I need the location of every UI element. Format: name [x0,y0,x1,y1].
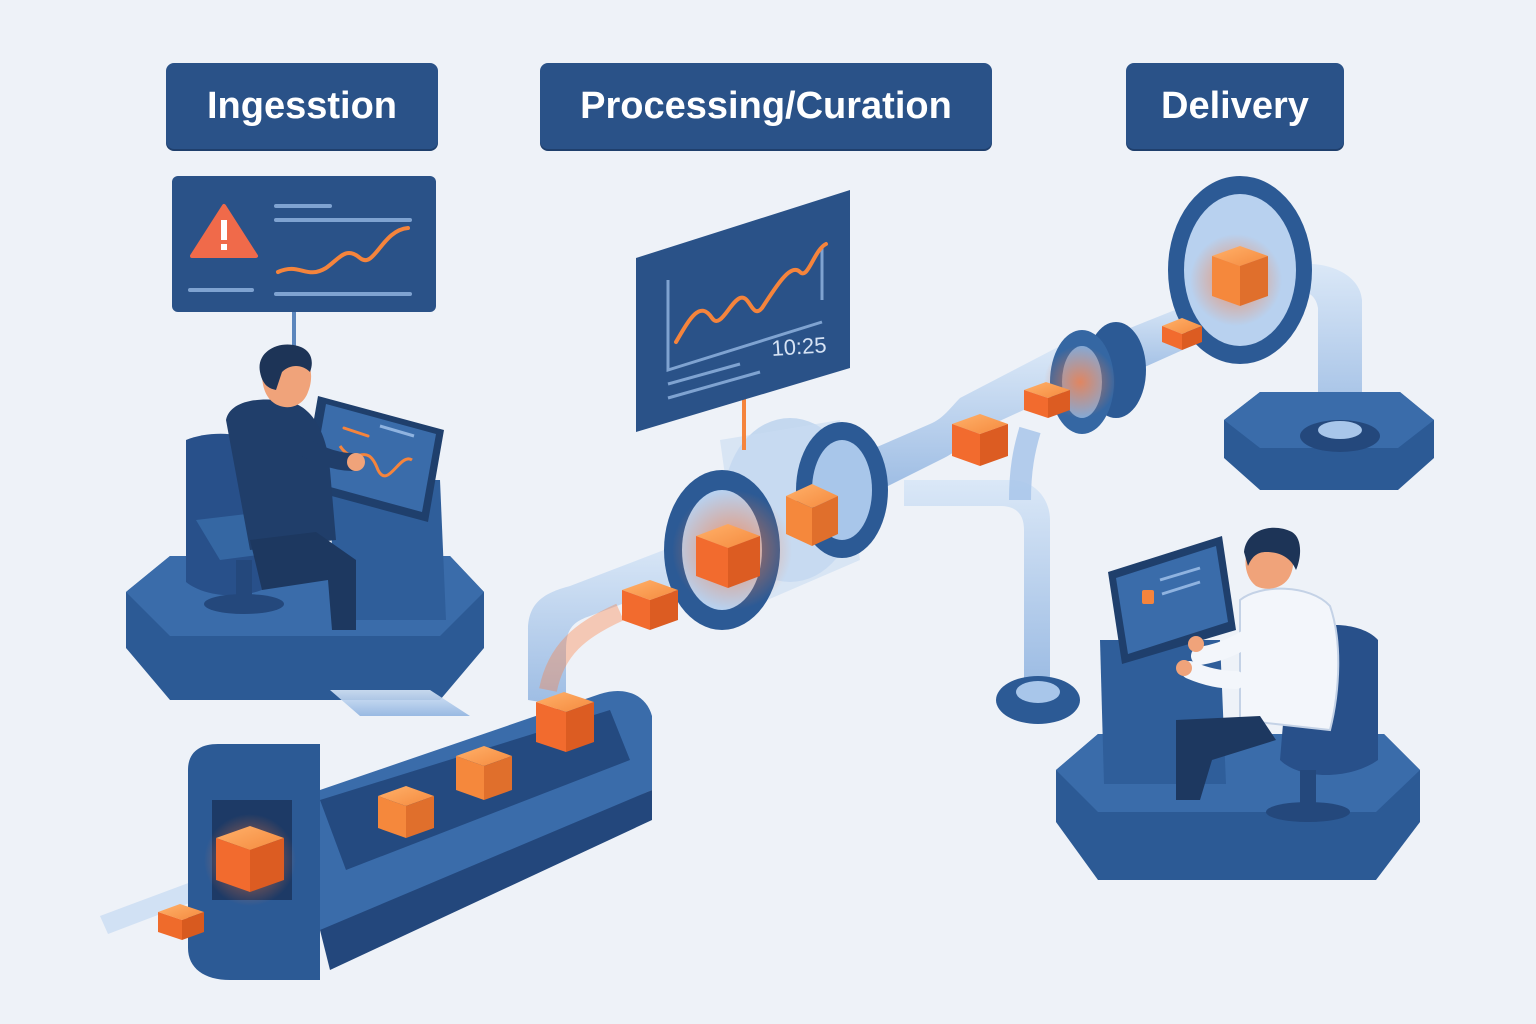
warning-triangle-icon [190,204,258,258]
processing-chamber [664,418,888,630]
delivery-base [1224,392,1434,490]
data-cube [696,524,760,588]
monitor-screen [636,190,850,432]
ingestion-monitor [172,176,436,352]
operator-figure-left [226,344,365,630]
ingestion-workstation [126,344,484,700]
text-lines [188,204,412,296]
line-chart-icon [674,242,828,344]
processing-monitor: 10:25 [636,190,850,450]
data-cube [1024,382,1070,418]
monitor-screen [172,176,436,312]
data-cube [216,826,284,892]
ingest-connector-pipe [330,690,470,716]
tablet [1108,536,1236,664]
tablet [302,396,444,522]
branch-foot [996,676,1080,724]
data-cube [1162,318,1202,350]
delivery-workstation [1056,527,1420,880]
data-cube [536,692,594,752]
stage-label-delivery: Delivery [1126,63,1344,149]
data-cube [622,580,678,630]
data-cube [456,746,512,800]
data-cube [1212,246,1268,306]
data-cube [952,414,1008,466]
data-cubes [158,246,1268,940]
data-cube [158,904,204,940]
filter-ring [1044,322,1146,434]
trend-line [276,226,410,275]
operator-figure-right [1176,527,1340,800]
monitor-time: 10:25 [771,332,828,361]
stage-label-processing: Processing/Curation [540,63,992,149]
data-cube [786,484,838,546]
stage-label-ingestion: Ingesstion [166,63,438,149]
data-cube [378,786,434,838]
